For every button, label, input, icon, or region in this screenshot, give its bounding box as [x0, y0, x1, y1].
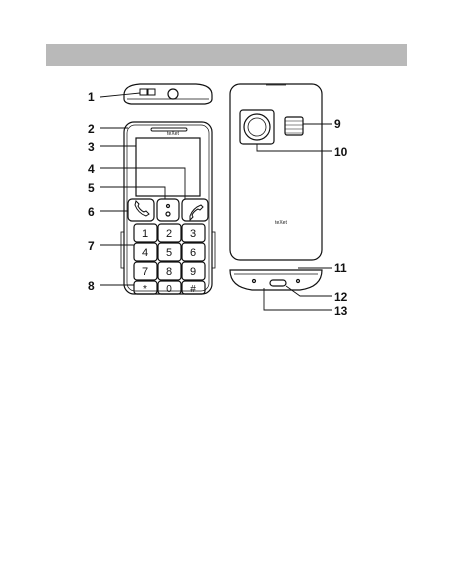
key-1: 1: [142, 228, 148, 240]
camera-module: [239, 109, 275, 145]
back-brand-label: teXet: [275, 220, 287, 226]
phone-front-view: [120, 121, 216, 295]
usb-port: [269, 279, 287, 287]
menu-key: [156, 198, 180, 222]
callout-6: 6: [88, 205, 95, 219]
key-7: 7: [142, 266, 148, 278]
front-brand-label: teXet: [167, 131, 179, 137]
callout-12: 12: [334, 290, 348, 304]
callout-1: 1: [88, 90, 95, 104]
key-8: 8: [166, 266, 172, 278]
call-key: [127, 198, 155, 222]
headphone-jack-icon: [167, 88, 179, 100]
key-hash: #: [190, 284, 196, 295]
front-screen: [135, 137, 201, 197]
callout-9: 9: [334, 117, 341, 131]
back-leader-lines: [256, 123, 332, 152]
key-5: 5: [166, 247, 172, 259]
key-0: 0: [166, 284, 172, 295]
key-3: 3: [190, 228, 196, 240]
callout-13: 13: [334, 304, 348, 318]
bottom-leader-lines: [263, 267, 332, 311]
callout-2: 2: [88, 122, 95, 136]
callout-10: 10: [334, 145, 348, 159]
callout-11: 11: [334, 261, 347, 275]
callout-7: 7: [88, 239, 95, 253]
front-leader-lines: [100, 127, 186, 286]
callout-5: 5: [88, 181, 95, 195]
phone-top-edge-view: [99, 83, 213, 105]
callout-4: 4: [88, 162, 95, 176]
end-key: [181, 198, 209, 222]
key-2: 2: [166, 228, 172, 240]
callout-8: 8: [88, 279, 95, 293]
phone-back-view: [229, 83, 323, 261]
callout-3: 3: [88, 140, 95, 154]
phone-bottom-edge-view: [229, 269, 323, 291]
key-4: 4: [142, 247, 148, 259]
key-9: 9: [190, 266, 196, 278]
key-star: *: [143, 284, 147, 295]
key-6: 6: [190, 247, 196, 259]
header-bar: [46, 44, 407, 66]
speaker-grille: [284, 116, 304, 136]
